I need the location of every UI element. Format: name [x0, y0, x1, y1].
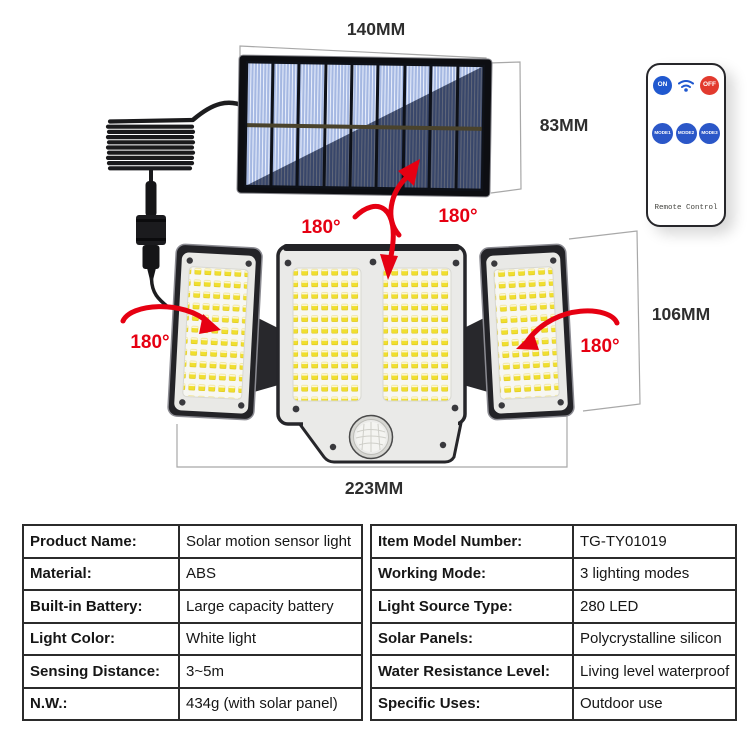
table-row: Solar Panels: Polycrystalline silicon — [370, 621, 737, 656]
remote-off-button: OFF — [700, 75, 719, 95]
dimension-line-light-height — [568, 230, 641, 412]
right-light-head — [479, 243, 575, 421]
spec-label: Light Source Type: — [370, 589, 574, 624]
table-row: Product Name: Solar motion sensor light — [22, 524, 363, 559]
spec-label: Specific Uses: — [370, 686, 574, 721]
remote-mode3-button: MODE3 — [699, 122, 720, 144]
rotation-arrow-right — [525, 308, 620, 343]
solar-light-fixture — [167, 243, 575, 464]
spec-label: Item Model Number: — [370, 524, 574, 559]
center-light-head — [276, 244, 467, 464]
rotation-label-top-right: 180° — [438, 206, 477, 227]
light-width-label: 223MM — [345, 478, 403, 498]
spec-label: Water Resistance Level: — [370, 654, 574, 689]
dimension-line-solar-height — [488, 61, 522, 194]
table-row: Water Resistance Level: Living level wat… — [370, 654, 737, 689]
spec-label: Working Mode: — [370, 556, 574, 591]
spec-value: ABS — [178, 556, 363, 591]
remote-control: ON OFF MODE1 MODE2 MODE3 Remote Control — [646, 63, 726, 227]
table-row: Specific Uses: Outdoor use — [370, 686, 737, 721]
solar-panel — [236, 54, 493, 198]
remote-mode2-button: MODE2 — [675, 122, 697, 144]
spec-value: Polycrystalline silicon — [572, 621, 737, 656]
spec-value: Living level waterproof — [572, 654, 737, 689]
rotation-label-top-left: 180° — [301, 217, 340, 238]
spec-label: Built-in Battery: — [22, 589, 180, 624]
motion-sensor — [348, 414, 394, 460]
remote-control-label: Remote Control — [654, 204, 718, 212]
spec-value: Solar motion sensor light — [178, 524, 363, 559]
solar-width-label: 140MM — [347, 19, 405, 39]
rotation-arrow-left — [120, 304, 212, 326]
left-light-head — [167, 243, 263, 421]
spec-value: 434g (with solar panel) — [178, 686, 363, 721]
table-row: Working Mode: 3 lighting modes — [370, 556, 737, 591]
rotation-arrow-down — [352, 204, 396, 259]
wifi-icon — [678, 79, 694, 92]
left-arm — [254, 316, 282, 392]
table-row: Light Color: White light — [22, 621, 363, 656]
table-row: Built-in Battery: Large capacity battery — [22, 589, 363, 624]
rotation-arrows — [120, 174, 620, 343]
spec-label: Material: — [22, 556, 180, 591]
right-arm — [460, 316, 488, 392]
spec-value: 3 lighting modes — [572, 556, 737, 591]
spec-table-left: Product Name: Solar motion sensor light … — [22, 524, 363, 721]
cable-coil — [105, 100, 247, 183]
solar-panel-gloss — [245, 62, 484, 187]
spec-label: Light Color: — [22, 621, 180, 656]
spec-value: 280 LED — [572, 589, 737, 624]
dimension-line-light-width — [176, 410, 568, 468]
spec-label: N.W.: — [22, 686, 180, 721]
table-row: Light Source Type: 280 LED — [370, 589, 737, 624]
spec-table-right: Item Model Number: TG-TY01019 Working Mo… — [370, 524, 737, 721]
rotation-label-left: 180° — [130, 332, 169, 353]
spec-value: Outdoor use — [572, 686, 737, 721]
spec-value: Large capacity battery — [178, 589, 363, 624]
power-connector — [136, 181, 170, 309]
rotation-arrow-up — [388, 174, 410, 238]
light-height-label: 106MM — [652, 304, 710, 324]
remote-mode1-button: MODE1 — [652, 122, 673, 144]
spec-value: TG-TY01019 — [572, 524, 737, 559]
spec-label: Product Name: — [22, 524, 180, 559]
spec-value: 3~5m — [178, 654, 363, 689]
table-row: Material: ABS — [22, 556, 363, 591]
table-row: Item Model Number: TG-TY01019 — [370, 524, 737, 559]
spec-label: Solar Panels: — [370, 621, 574, 656]
product-illustration: 140MM 83MM 106MM 223MM 180° 180° 180° 18… — [105, 19, 710, 498]
rotation-arrowheads — [199, 159, 539, 350]
spec-value: White light — [178, 621, 363, 656]
spec-label: Sensing Distance: — [22, 654, 180, 689]
solar-busbar — [245, 123, 484, 131]
solar-height-label: 83MM — [540, 115, 589, 135]
rotation-label-right: 180° — [580, 336, 619, 357]
table-row: N.W.: 434g (with solar panel) — [22, 686, 363, 721]
table-row: Sensing Distance: 3~5m — [22, 654, 363, 689]
remote-on-button: ON — [653, 75, 672, 95]
